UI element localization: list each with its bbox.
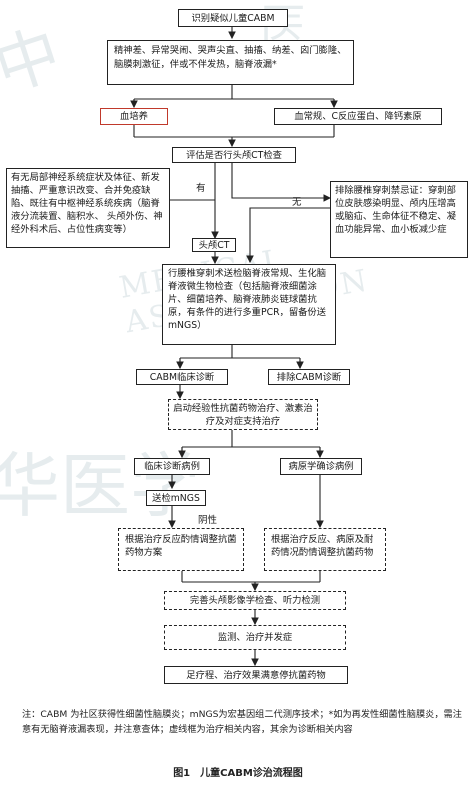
node-symptoms: 精神差、异常哭闹、哭声尖直、抽搐、纳差、囟门膨隆、脑膜刺激征，伴或不伴发热，脑脊… xyxy=(107,40,354,85)
label-yes: 有 xyxy=(196,183,206,194)
node-lumbar-puncture: 行腰椎穿刺术送检脑脊液常规、生化脑脊液微生物检查（包括脑脊液细菌涂片、细菌培养、… xyxy=(162,264,336,345)
node-evaluate-ct: 评估是否行头颅CT检查 xyxy=(172,147,296,163)
node-clinical-case: 临床诊断病例 xyxy=(134,458,210,475)
node-exclude-cabm: 排除CABM诊断 xyxy=(268,369,350,385)
node-blood-tests: 血常规、C反应蛋白、降钙素原 xyxy=(274,108,442,125)
node-cabm-clinical-dx: CABM临床诊断 xyxy=(136,369,228,385)
node-pathogen-case: 病原学确诊病例 xyxy=(280,458,362,475)
figure-caption: 图1 儿童CABM诊治流程图 xyxy=(173,768,303,779)
label-negative: 阴性 xyxy=(198,515,218,526)
node-head-ct: 头颅CT xyxy=(192,238,236,252)
node-blood-culture: 血培养 xyxy=(100,108,168,125)
figure-note: 注：CABM 为社区获得性细菌性脑膜炎；mNGS为宏基因组二代测序技术；*如为再… xyxy=(22,709,462,735)
node-adjust-clinical: 根据治疗反应酌情调整抗菌药物方案 xyxy=(118,528,244,571)
node-mngs: 送检mNGS xyxy=(146,490,206,506)
node-exclude-contraindications: 排除腰椎穿刺禁忌证：穿刺部位皮肤感染明显、颅内压增高或脑疝、生命体征不稳定、凝血… xyxy=(330,181,468,258)
node-empiric-treatment: 启动经验性抗菌药物治疗、激素治疗及对症支持治疗 xyxy=(168,399,318,430)
node-identify: 识别疑似儿童CABM xyxy=(178,9,288,27)
label-no: 无 xyxy=(292,197,302,208)
node-neuro-signs: 有无局部神经系统症状及体征、新发抽搐、严重意识改变、合并免疫缺陷、既往有中枢神经… xyxy=(6,168,170,248)
node-stop-antibiotics: 足疗程、治疗效果满意停抗菌药物 xyxy=(164,666,348,684)
node-complications: 监测、治疗并发症 xyxy=(164,625,346,650)
node-adjust-pathogen: 根据治疗反应、病原及耐药情况酌情调整抗菌药物 xyxy=(264,528,386,571)
node-imaging: 完善头颅影像学检查、听力检测 xyxy=(164,591,346,610)
